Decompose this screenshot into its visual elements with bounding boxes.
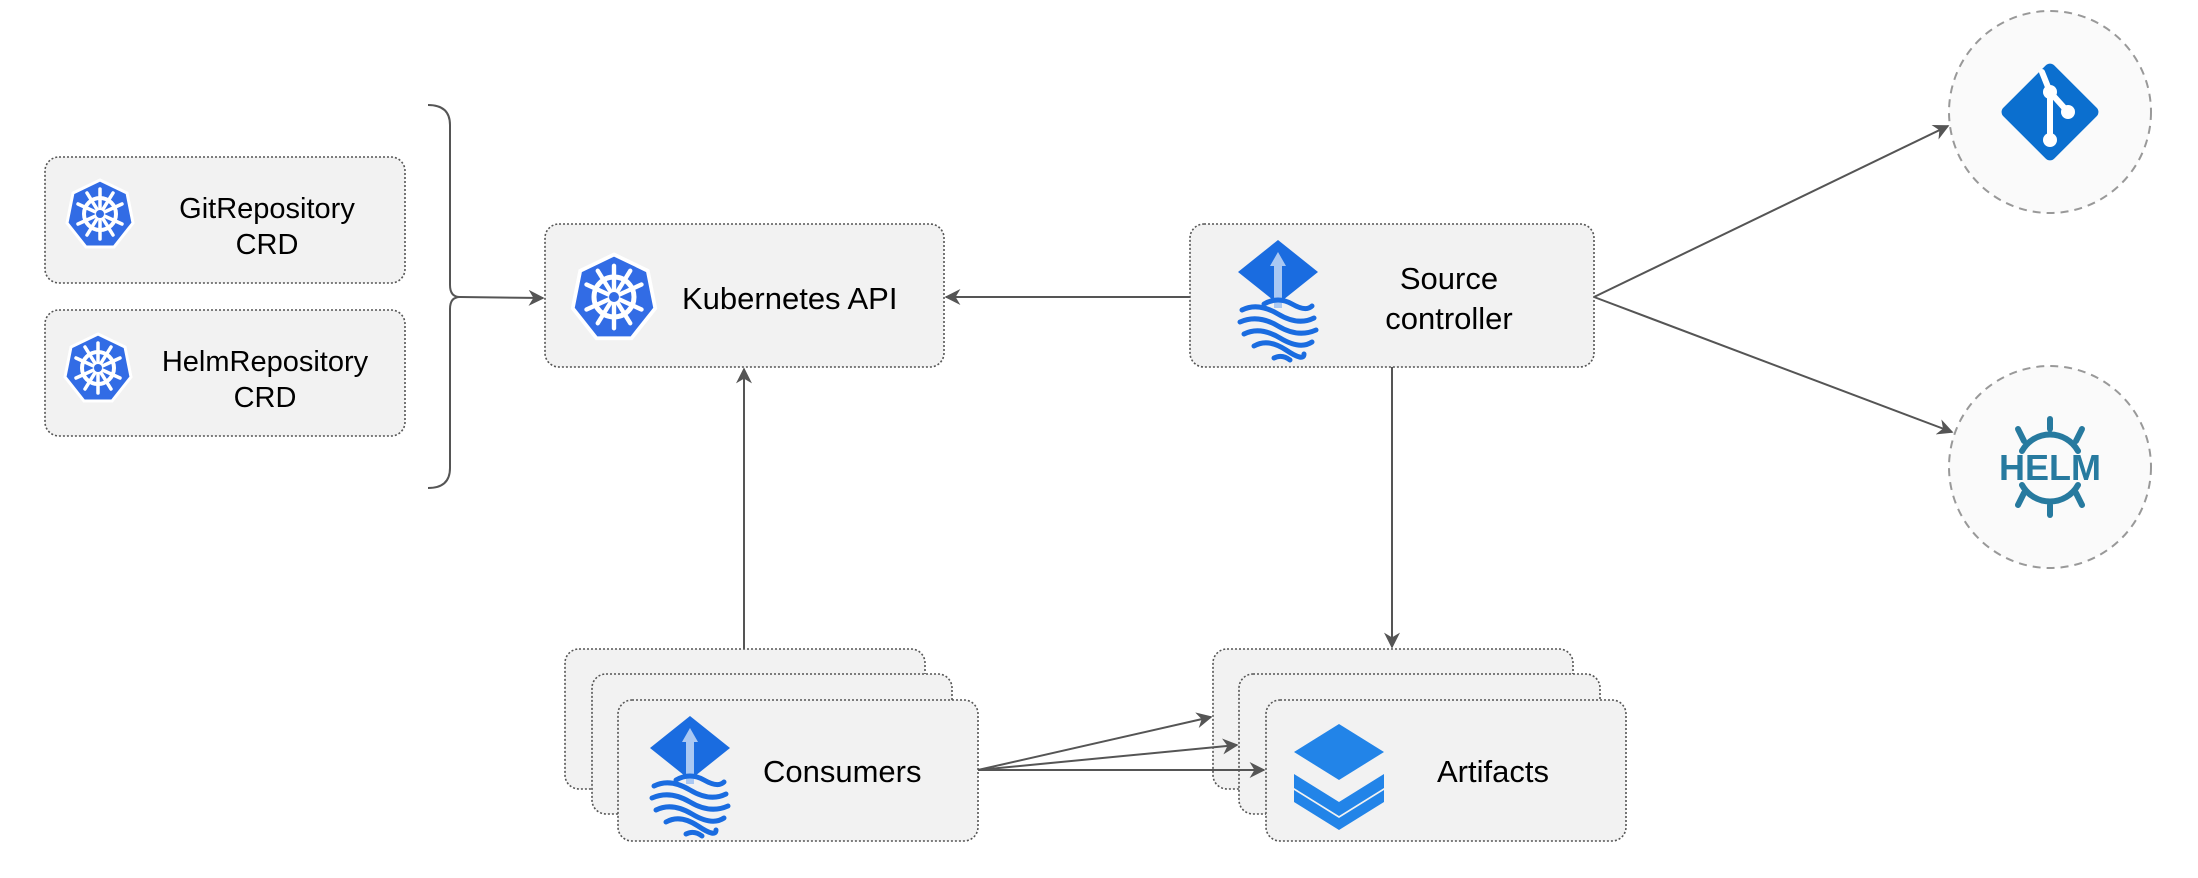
node-label: controller [1385,301,1513,336]
git-node[interactable] [1948,10,2152,214]
kubernetes-api-node[interactable]: Kubernetes API [544,223,945,368]
edge-consumers-to-artifacts [977,712,1213,771]
kubernetes-icon [63,332,133,403]
node-label: Consumers [763,754,922,789]
layers-icon [1294,724,1384,830]
helm-logo-text: HELM [1999,447,2101,488]
edge-source-to-git [1593,125,1950,298]
edge-source-to-helm [1593,296,1954,435]
kubernetes-icon [65,178,135,249]
node-label: CRD [234,382,297,414]
crd-brace [427,104,461,489]
helm-icon: HELM [1999,416,2101,518]
node-label: Source [1400,261,1498,296]
git-icon [2001,63,2099,161]
edge-consumers-to-artifacts [977,738,1239,771]
node-label: HelmRepository [162,346,369,378]
helm-repository-crd-node[interactable]: HelmRepository CRD [44,309,406,437]
helm-node[interactable]: HELM [1948,365,2152,569]
artifacts-node[interactable]: Artifacts [1212,648,1627,842]
source-controller-node[interactable]: Source controller [1189,223,1595,368]
git-repository-crd-node[interactable]: GitRepository CRD [44,156,406,284]
consumer-artifact-edges [977,712,1266,778]
node-label: Artifacts [1437,754,1549,789]
kubernetes-icon [573,255,656,339]
node-label: GitRepository [179,193,355,225]
edges [427,104,1954,649]
node-label: CRD [236,229,299,261]
edge-crds-to-kube-api [459,289,545,306]
consumers-node[interactable]: Consumers [564,648,979,842]
node-label: Kubernetes API [682,281,897,316]
